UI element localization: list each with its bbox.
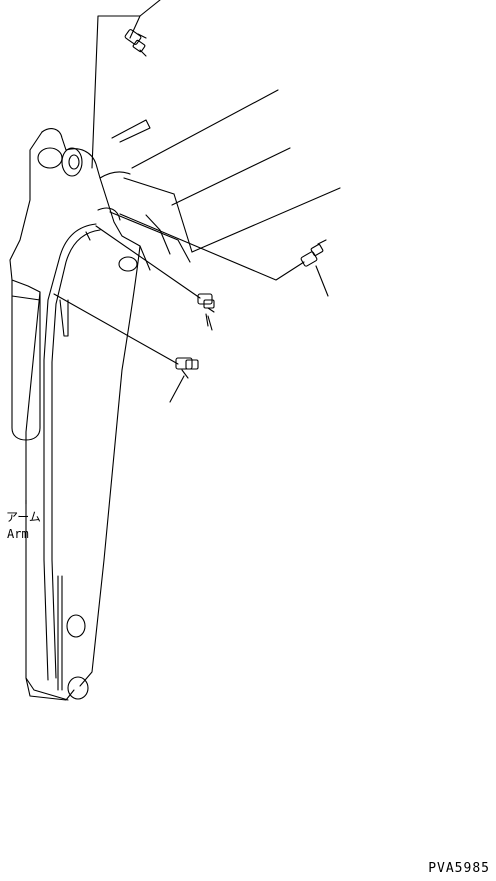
callout-leaders bbox=[169, 265, 329, 403]
drawing-reference-code: PVA5985 bbox=[428, 861, 490, 876]
arm-label-japanese: アーム bbox=[6, 510, 41, 524]
grease-pipe-along-arm bbox=[43, 223, 101, 681]
arm-upper-bracket bbox=[9, 119, 191, 293]
arm-body bbox=[25, 245, 141, 701]
grease-fitting-mid bbox=[197, 293, 215, 327]
grease-leader-lines bbox=[53, 213, 305, 365]
grease-line-top bbox=[91, 0, 161, 169]
frame-lines bbox=[123, 89, 341, 253]
grease-fitting-lower bbox=[175, 357, 199, 379]
arm-label-english: Arm bbox=[7, 527, 29, 541]
arm-cylinder bbox=[11, 279, 41, 441]
grease-fitting-top bbox=[124, 29, 147, 57]
grease-fitting-right bbox=[300, 239, 327, 267]
